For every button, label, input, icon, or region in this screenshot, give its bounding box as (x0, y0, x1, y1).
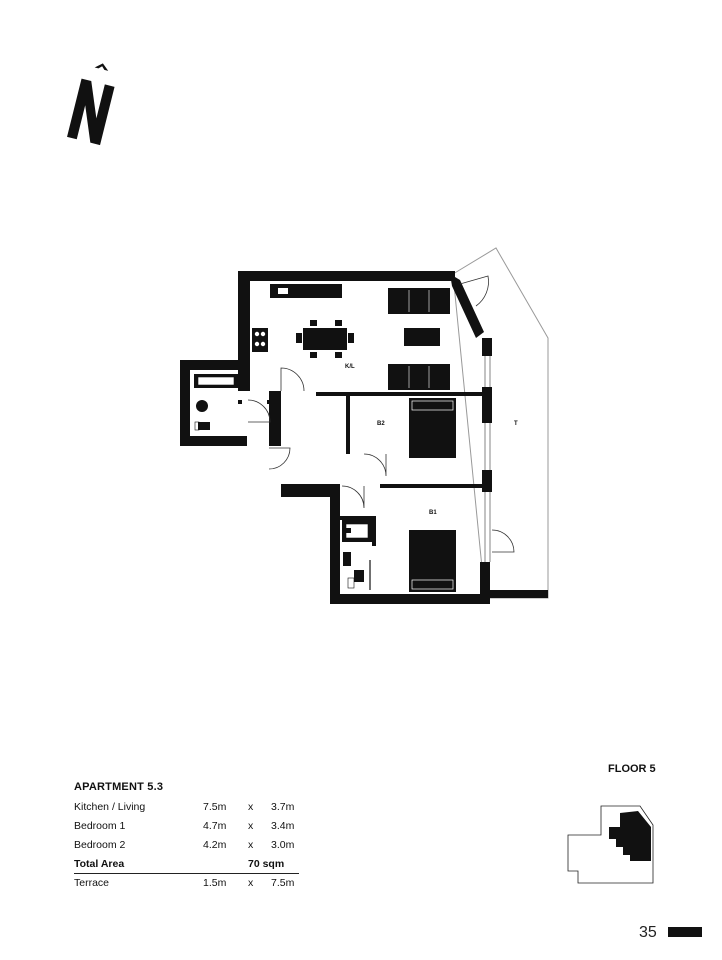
building-outline (567, 805, 654, 884)
bathroom-fixtures (194, 374, 238, 431)
room-dim-1: 7.5m (203, 801, 227, 813)
divider (74, 873, 299, 874)
dim-separator: x (248, 801, 254, 813)
total-area-label: Total Area (74, 858, 125, 870)
room-name: Bedroom 1 (74, 820, 126, 832)
room-label-terrace: T (514, 421, 518, 427)
room-label-bedroom-1: B1 (429, 510, 437, 516)
ensuite-fixtures (342, 520, 372, 590)
exterior-walls (180, 271, 548, 604)
room-label-bedroom-2: B2 (377, 421, 385, 427)
spec-row-total-area: Total Area 70 sqm (74, 858, 299, 874)
page-bar (668, 927, 702, 937)
kitchen-living-furniture (252, 284, 450, 390)
dim-separator: x (248, 877, 254, 889)
spec-row-bedroom-2: Bedroom 2 4.2m x 3.0m (74, 839, 299, 855)
bedroom-1-bed (409, 530, 456, 592)
spec-row-terrace: Terrace 1.5m x 7.5m (74, 877, 299, 893)
windows (484, 356, 491, 562)
apartment-highlight (609, 811, 651, 861)
room-label-kitchen-living: K/L (345, 364, 355, 370)
floor-label: FLOOR 5 (608, 763, 656, 775)
dim-separator: x (248, 820, 254, 832)
total-area-value: 70 sqm (248, 858, 285, 870)
room-name: Kitchen / Living (74, 801, 146, 813)
room-name: Terrace (74, 877, 110, 889)
page-number: 35 (639, 924, 657, 941)
room-dim-2: 3.0m (271, 839, 295, 851)
north-arrow-icon (67, 63, 115, 146)
spec-row-bedroom-1: Bedroom 1 4.7m x 3.4m (74, 820, 299, 836)
apartment-title: APARTMENT 5.3 (74, 781, 164, 793)
floor-plan: K/L B2 B1 T (180, 247, 549, 604)
room-name: Bedroom 2 (74, 839, 126, 851)
room-dim-2: 3.7m (271, 801, 295, 813)
bedroom-2-bed (409, 398, 456, 458)
room-dim-1: 1.5m (203, 877, 227, 889)
room-dim-1: 4.2m (203, 839, 227, 851)
room-dim-2: 3.4m (271, 820, 295, 832)
interior-walls (238, 392, 486, 546)
dim-separator: x (248, 839, 254, 851)
room-dim-2: 7.5m (271, 877, 295, 889)
terrace-outline (452, 247, 549, 599)
floor-key-plan (567, 805, 654, 884)
spec-row-kitchen-living: Kitchen / Living 7.5m x 3.7m (74, 801, 299, 817)
room-dim-1: 4.7m (203, 820, 227, 832)
door-swings (247, 275, 515, 553)
